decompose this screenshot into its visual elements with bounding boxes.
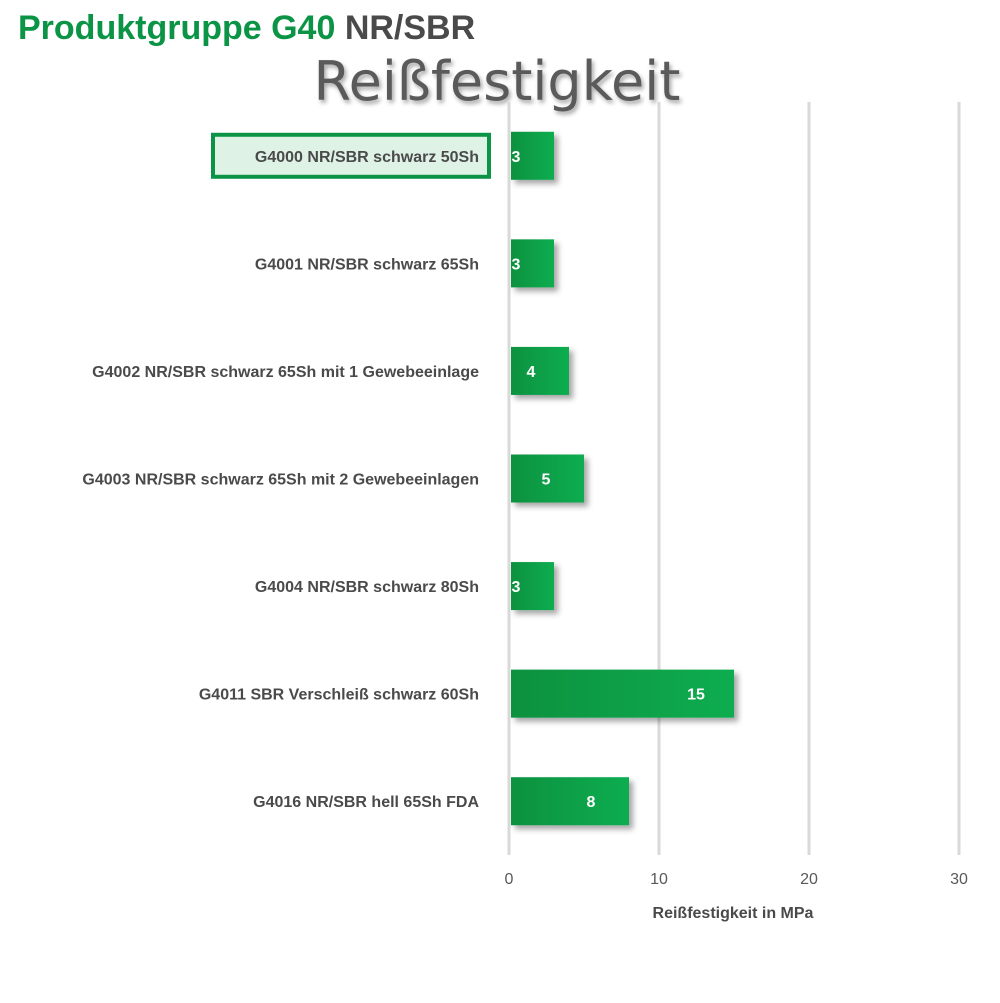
category-label: G4004 NR/SBR schwarz 80Sh [255,579,479,596]
chart-title: Reißfestigkeit [314,50,681,113]
x-tick-label: 0 [505,871,514,888]
bar [511,131,554,180]
bar [511,777,629,826]
bar [511,562,554,611]
material-label: NR/SBR [344,9,476,47]
x-tick-label: 20 [800,871,818,888]
bar [511,346,569,395]
page-heading: Produktgruppe G40 NR/SBR [18,6,475,50]
bar [511,454,584,503]
highlight-box [211,132,491,179]
bar [511,669,734,718]
bar [511,239,554,288]
highlight-layer [211,132,491,179]
product-group-label: Produktgruppe G40 [18,9,336,47]
category-label: G4011 SBR Verschleiß schwarz 60Sh [199,687,479,704]
bar-value-label: 3 [512,579,521,596]
category-label: G4003 NR/SBR schwarz 65Sh mit 2 Gewebeei… [82,472,479,489]
category-label: G4002 NR/SBR schwarz 65Sh mit 1 Gewebeei… [92,364,479,381]
bars: 3 3 4 5 3 15 8 [511,131,734,826]
bar-value-label: 4 [527,364,536,381]
category-label: G4000 NR/SBR schwarz 50Sh [255,149,479,166]
x-tick-label: 10 [650,871,668,888]
bar-value-label: 3 [512,256,521,273]
bar-value-label: 5 [542,472,551,489]
bar-value-label: 3 [512,149,521,166]
category-label: G4016 NR/SBR hell 65Sh FDA [253,794,479,811]
bar-value-label: 8 [587,794,596,811]
gridlines [507,102,961,855]
bar-value-label: 15 [687,687,705,704]
x-axis-title: Reißfestigkeit in MPa [653,905,814,922]
x-tick-label: 30 [950,871,968,888]
category-label: G4001 NR/SBR schwarz 65Sh [255,256,479,273]
x-axis-ticks: 0 10 20 30 [505,871,968,888]
